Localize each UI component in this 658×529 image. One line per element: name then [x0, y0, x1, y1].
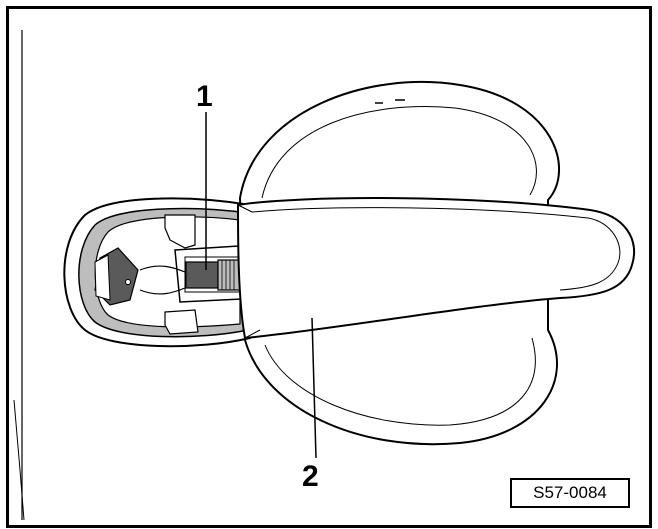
connector-tab: [94, 254, 111, 301]
callout-2: 2: [302, 460, 319, 493]
door-edge-curve: [13, 399, 25, 521]
thread-lines: [221, 260, 235, 290]
handle-recess-inner: [261, 106, 537, 199]
lock-cylinder-body: [185, 261, 219, 289]
cable-lower: [139, 287, 186, 295]
lower-clip: [164, 309, 199, 335]
lock-cylinder-thread: [217, 259, 241, 291]
callout-1: 1: [196, 80, 213, 113]
handle-grip-edge: [251, 207, 621, 291]
upper-clip: [164, 214, 196, 249]
figure-reference: S57-0084: [510, 478, 630, 508]
connector-pin: [125, 279, 131, 285]
leader-line-2: [311, 317, 317, 459]
handle-grip-end: [237, 204, 261, 339]
handle-recess-inner-lower: [264, 337, 536, 426]
cable-upper: [139, 265, 186, 273]
recess-highlight: [375, 99, 405, 104]
